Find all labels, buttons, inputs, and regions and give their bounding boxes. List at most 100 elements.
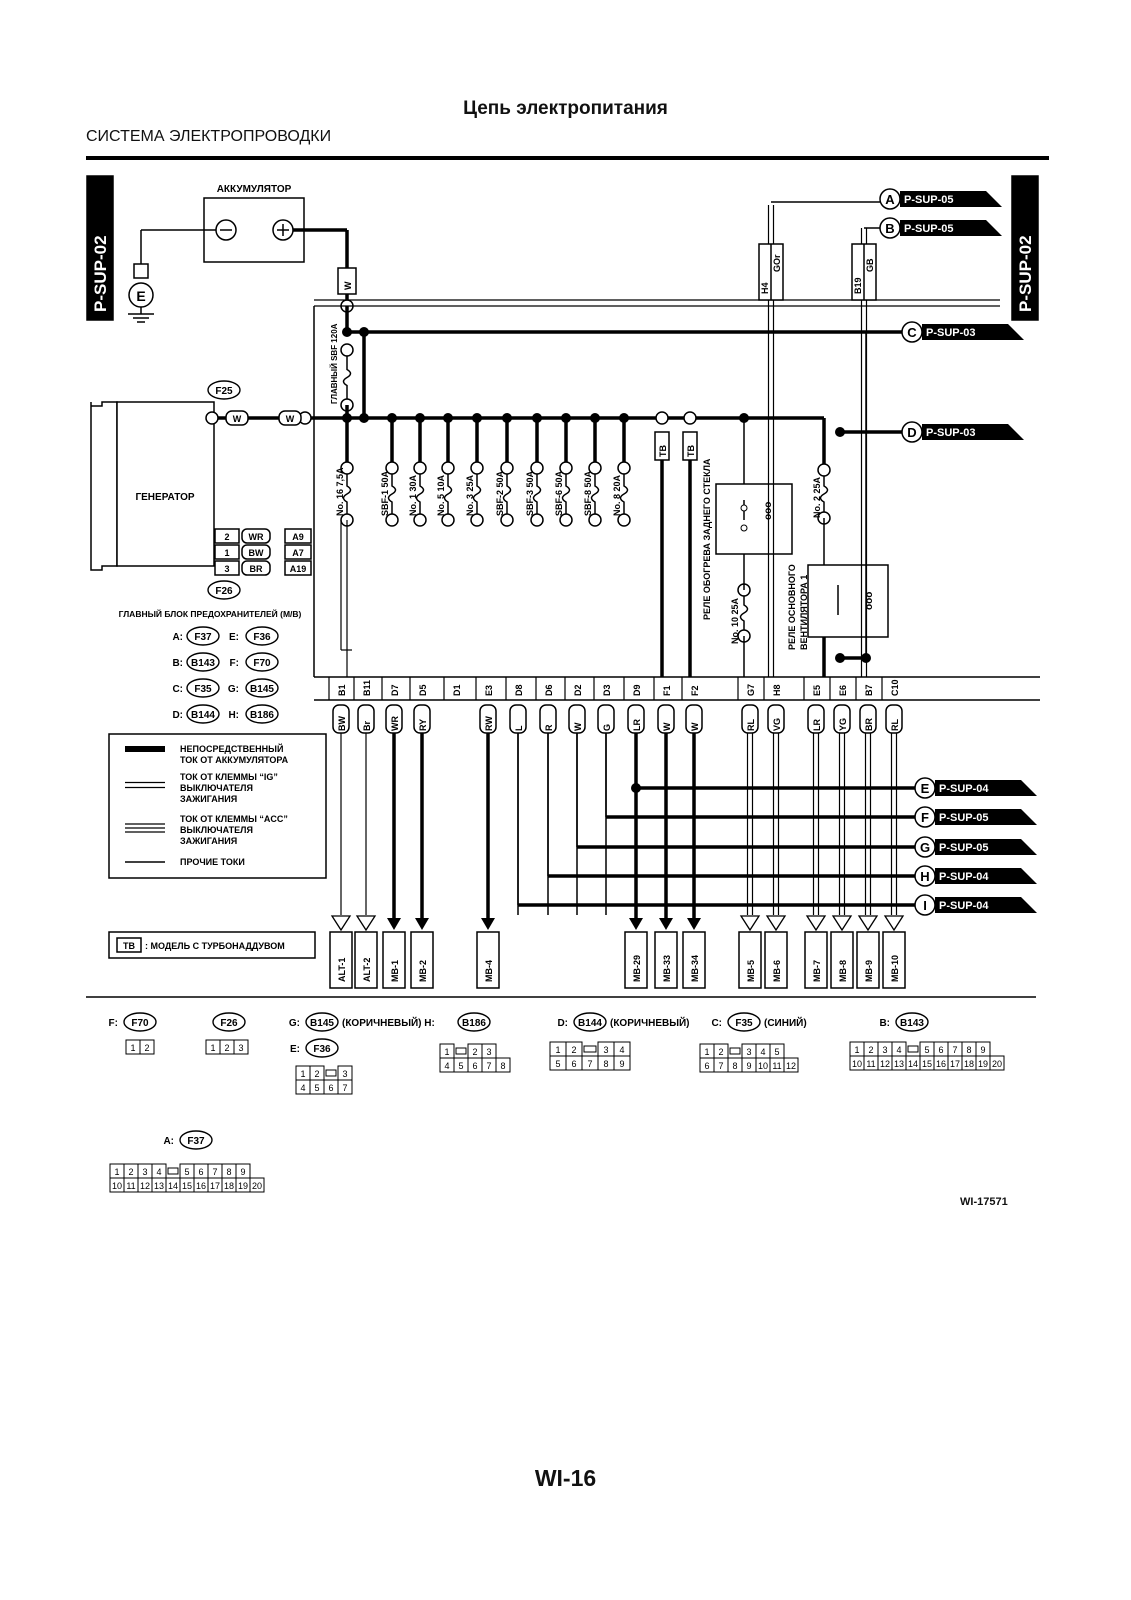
wire-color-label: VG — [772, 718, 782, 731]
connector-key — [907, 1045, 919, 1053]
arrow-icon — [629, 918, 643, 930]
right-pin-label: H4 — [760, 282, 770, 294]
wire-color-label: WR — [390, 716, 400, 731]
legend-text: ПРОЧИЕ ТОКИ — [180, 857, 245, 867]
gen-term-label: A9 — [292, 532, 304, 542]
pin-number: 5 — [555, 1059, 560, 1069]
page-ref-B-ref: P-SUP-05 — [904, 223, 954, 235]
connector-id: F70 — [131, 1018, 149, 1029]
pin-number: 3 — [238, 1043, 243, 1053]
fuse-label: No. 8 20A — [612, 474, 622, 516]
terminal-pin-label: D8 — [514, 684, 524, 696]
tb-label: TB — [658, 445, 668, 457]
pin-number: 18 — [224, 1181, 234, 1191]
dest-label: MB-9 — [864, 960, 874, 982]
dest-box — [476, 931, 500, 989]
dest-label: MB-6 — [772, 960, 782, 982]
fuse-label: SBF-3 50A — [525, 470, 535, 516]
wire-tag — [741, 704, 759, 734]
page-ref-H-ref: P-SUP-04 — [939, 871, 989, 883]
connector-key — [583, 1045, 597, 1053]
fuse-label: No. 1 30A — [408, 474, 418, 516]
terminal-pin-label: E6 — [838, 685, 848, 696]
wire-color-label: G — [602, 724, 612, 731]
dest-box — [738, 931, 762, 989]
pin-number: 18 — [964, 1059, 974, 1069]
cv-f36-prefix: E: — [290, 1044, 300, 1055]
wire-tag — [767, 704, 785, 734]
mb-letter: F: — [230, 658, 239, 669]
terminal-pin-label: B11 — [362, 680, 372, 696]
terminal-pin-label: H8 — [772, 684, 782, 696]
ground-connector — [133, 263, 149, 279]
pin-number: 5 — [774, 1047, 779, 1057]
dest-label: MB-5 — [746, 960, 756, 982]
cv-f36-badge — [305, 1038, 339, 1058]
page-ref-F-arrow — [935, 809, 1037, 825]
pin-number: 5 — [184, 1167, 189, 1177]
cv-f70-badge — [123, 1012, 157, 1032]
tb-note-text: : МОДЕЛЬ С ТУРБОНАДДУВОМ — [145, 941, 285, 951]
cv-b145-suffix: (КОРИЧНЕВЫЙ) H: — [342, 1016, 435, 1029]
fuse-icon — [443, 474, 453, 514]
wire-color-label: GOr — [772, 254, 782, 272]
arrow-icon — [330, 915, 352, 932]
terminal-node — [683, 411, 697, 425]
fuse-icon — [415, 474, 425, 514]
pin-number: 8 — [603, 1059, 608, 1069]
connector-id: B144 — [578, 1018, 602, 1029]
cv-b143-badge — [895, 1012, 929, 1032]
connector-id: F37 — [194, 632, 212, 643]
cv-f26-badge — [212, 1012, 246, 1032]
pin-number: 13 — [894, 1059, 904, 1069]
pin-number: 2 — [314, 1069, 319, 1079]
pin-number: 1 — [300, 1069, 305, 1079]
pin-number: 10 — [112, 1181, 122, 1191]
terminal-node — [205, 411, 219, 425]
fuse-icon — [387, 474, 397, 514]
pin-number: 9 — [980, 1045, 985, 1055]
pin-number: 10 — [758, 1061, 768, 1071]
gen-pin — [214, 528, 240, 544]
wire-color-label: W — [662, 722, 672, 731]
side-tab-left-label: P-SUP-02 — [91, 235, 110, 312]
pin-number: 7 — [212, 1167, 217, 1177]
right-pin-label: B19 — [853, 277, 863, 294]
fuse-label: No. 5 10A — [436, 474, 446, 516]
pin-number: 4 — [156, 1167, 161, 1177]
arrow-icon — [687, 918, 701, 930]
pin-number: 3 — [603, 1045, 608, 1055]
page-ref-H-arrow — [935, 868, 1037, 884]
pin-number: 15 — [922, 1059, 932, 1069]
page-ref-A-arrow — [900, 191, 1002, 207]
terminal-pin-label: D9 — [632, 684, 642, 696]
dest-box — [329, 931, 353, 989]
wire-color-label: BR — [864, 718, 874, 731]
dest-label: MB-1 — [390, 960, 400, 982]
gen-pin — [214, 544, 240, 560]
dest-box — [624, 931, 648, 989]
pin-number: 20 — [992, 1059, 1002, 1069]
wire-tag — [241, 544, 271, 560]
fuse-icon — [502, 474, 512, 514]
connector-id: F26 — [220, 1018, 238, 1029]
page-ref-E-ref: P-SUP-04 — [939, 783, 989, 795]
pin-number: 1 — [555, 1045, 560, 1055]
pin-number: 15 — [182, 1181, 192, 1191]
legend-text: ВЫКЛЮЧАТЕЛЯ — [180, 783, 253, 793]
dest-box — [830, 931, 854, 989]
wire-tag — [807, 704, 825, 734]
mb-connector — [186, 678, 220, 698]
page-title: Цепь электропитания — [463, 98, 668, 119]
wire-color-label: LR — [632, 719, 642, 731]
relay-main-fan — [807, 564, 889, 638]
pin-number: 6 — [198, 1167, 203, 1177]
arrow-icon — [355, 915, 377, 932]
pin-cell — [233, 1039, 249, 1055]
side-tab-left — [86, 175, 114, 321]
fuse-icon — [342, 474, 352, 514]
pin-number: 5 — [314, 1083, 319, 1093]
mb-connector — [245, 704, 279, 724]
pin-number: 12 — [880, 1059, 890, 1069]
connector-id: B186 — [250, 710, 274, 721]
